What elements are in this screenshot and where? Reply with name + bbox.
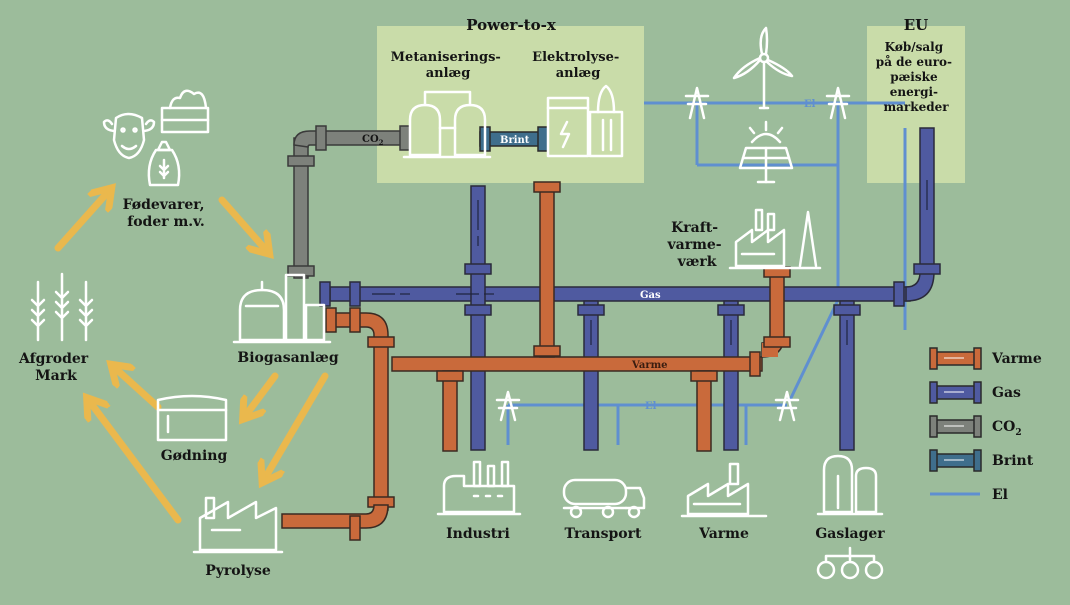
district-heating-icon <box>680 462 768 518</box>
pipe-dashes <box>372 180 928 345</box>
arrow-pyrolyse-to-crops <box>90 402 182 524</box>
chp-label: Kraft- varme- værk <box>667 220 727 270</box>
legend-flange <box>929 449 938 472</box>
eu-title: EU <box>904 16 929 34</box>
eu-text: Køb/salg på de euro- pæiske energi- mark… <box>876 40 956 114</box>
arrow-crops-to-food <box>54 192 108 252</box>
cow-icon <box>102 112 156 160</box>
legend-flange <box>973 415 982 438</box>
legend-flange <box>973 347 982 370</box>
el-label-bottom: El <box>645 401 657 412</box>
pyrolyse-label: Pyrolyse <box>205 563 271 579</box>
biogas-label: Biogasanlæg <box>237 350 338 366</box>
methanation-plant-icon <box>402 90 492 159</box>
pylon-icon <box>825 86 851 120</box>
pyrolyse-plant-icon <box>192 496 284 554</box>
chp-plant-icon <box>728 208 822 270</box>
legend-item-el: El <box>930 487 1008 503</box>
crops-label: Afgroder Mark <box>18 351 93 384</box>
fertilizer-label: Gødning <box>161 448 228 464</box>
legend-flange <box>929 415 938 438</box>
methanation-label: Metaniserings- anlæg <box>391 50 506 81</box>
pylon-icon <box>495 390 521 422</box>
legend-flange <box>973 381 982 404</box>
food-feed-label: Fødevarer, foder m.v. <box>123 197 210 230</box>
arrow-biogas-to-pyrolyse <box>265 372 329 478</box>
gas-storage-icon <box>816 454 884 580</box>
biogas-plant-icon <box>232 273 332 344</box>
industry-icon <box>436 460 522 516</box>
power-to-x-title: Power-to-x <box>466 16 557 34</box>
pylon-icon <box>774 390 800 422</box>
hydrogen-pipe-label: Brint <box>500 135 530 146</box>
legend-item-gas: Gas <box>929 381 1021 404</box>
legend-item-varme: Varme <box>929 347 1042 370</box>
gas-storage-label: Gaslager <box>815 526 885 542</box>
tanker-truck-icon <box>562 478 646 519</box>
legend-label: El <box>992 487 1008 503</box>
wheat-icon <box>30 272 94 342</box>
arrow-food-to-biogas <box>218 196 266 250</box>
co2-pipe <box>287 125 411 279</box>
legend-label: Varme <box>991 351 1042 367</box>
legend-label: CO2 <box>992 419 1022 438</box>
gas-pipe-label: Gas <box>640 290 661 301</box>
pylon-icon <box>684 86 710 120</box>
arrow-fertilizer-to-crops <box>115 368 162 411</box>
legend-label: Brint <box>992 453 1034 469</box>
heating-label: Varme <box>698 526 749 542</box>
electrolysis-label: Elektrolyse- anlæg <box>532 50 624 81</box>
transport-label: Transport <box>565 526 642 542</box>
electrolysis-plant-icon <box>546 84 624 158</box>
co2-pipe-label: CO2 <box>362 134 384 147</box>
wind-turbine-icon <box>732 26 794 110</box>
legend-item-co2: CO2 <box>929 415 1022 438</box>
produce-crate-icon <box>160 89 210 134</box>
solar-panel-icon <box>738 120 794 184</box>
el-label-top: El <box>804 99 816 110</box>
gas-network <box>319 127 941 451</box>
legend-flange <box>973 449 982 472</box>
fertilizer-tank-icon <box>156 394 228 442</box>
legend-label: Gas <box>992 385 1021 401</box>
legend-flange <box>929 381 938 404</box>
arrow-biogas-to-fertilizer <box>246 372 279 415</box>
heat-network <box>281 181 791 541</box>
legend-flange <box>929 347 938 370</box>
legend-item-brint: Brint <box>929 449 1034 472</box>
grain-sack-icon <box>147 140 181 187</box>
biomass-flow-arrows <box>54 192 329 524</box>
industry-label: Industri <box>446 526 510 542</box>
heat-pipe-label: Varme <box>631 360 668 371</box>
